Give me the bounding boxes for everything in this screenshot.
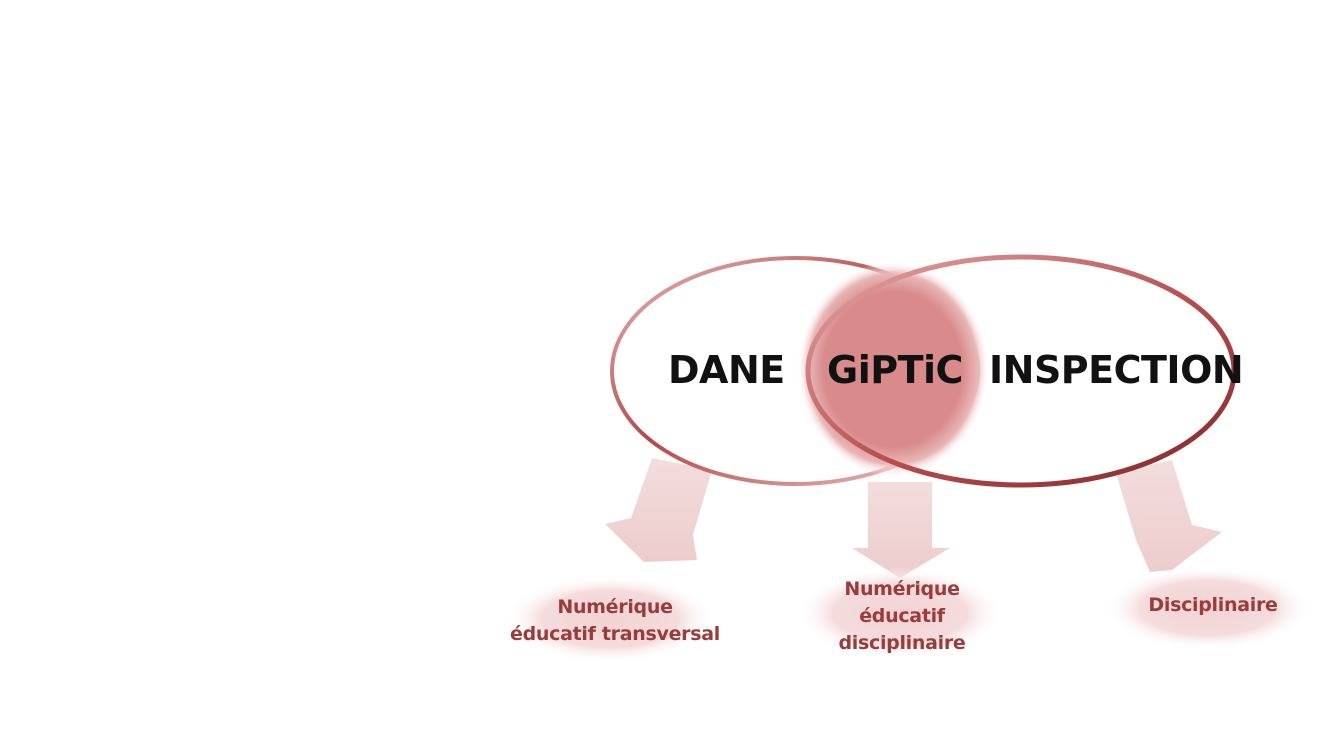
outcome-shadow-center <box>797 567 1003 659</box>
outcome-shadow-right <box>1104 566 1312 650</box>
outcome-center-line-2: éducatif <box>859 605 945 627</box>
inspection-label: INSPECTION <box>989 348 1244 392</box>
outcome-backgrounds <box>505 566 1312 663</box>
outcome-center-line-3: disciplinaire <box>838 632 966 654</box>
dane-label: DANE <box>668 348 785 392</box>
arrow-center <box>852 482 950 578</box>
arrows <box>605 458 1222 578</box>
outcome-left-line-2: éducatif transversal <box>510 623 720 645</box>
outcome-center-line-1: Numérique <box>844 578 960 600</box>
outcome-shadow-left <box>505 575 715 663</box>
right-ring <box>805 254 1237 488</box>
arrow-left <box>605 458 712 562</box>
outcome-right: Disciplinaire <box>1128 592 1298 619</box>
giptic-label: GiPTiC <box>827 348 963 392</box>
center-glow <box>797 261 989 477</box>
outcome-right-line-1: Disciplinaire <box>1148 594 1278 616</box>
arrow-right <box>1116 460 1222 572</box>
outcome-left: Numérique éducatif transversal <box>500 594 730 648</box>
outcome-center: Numérique éducatif disciplinaire <box>812 576 992 657</box>
outcome-left-line-1: Numérique <box>557 596 673 618</box>
venn-rings <box>610 254 1237 488</box>
